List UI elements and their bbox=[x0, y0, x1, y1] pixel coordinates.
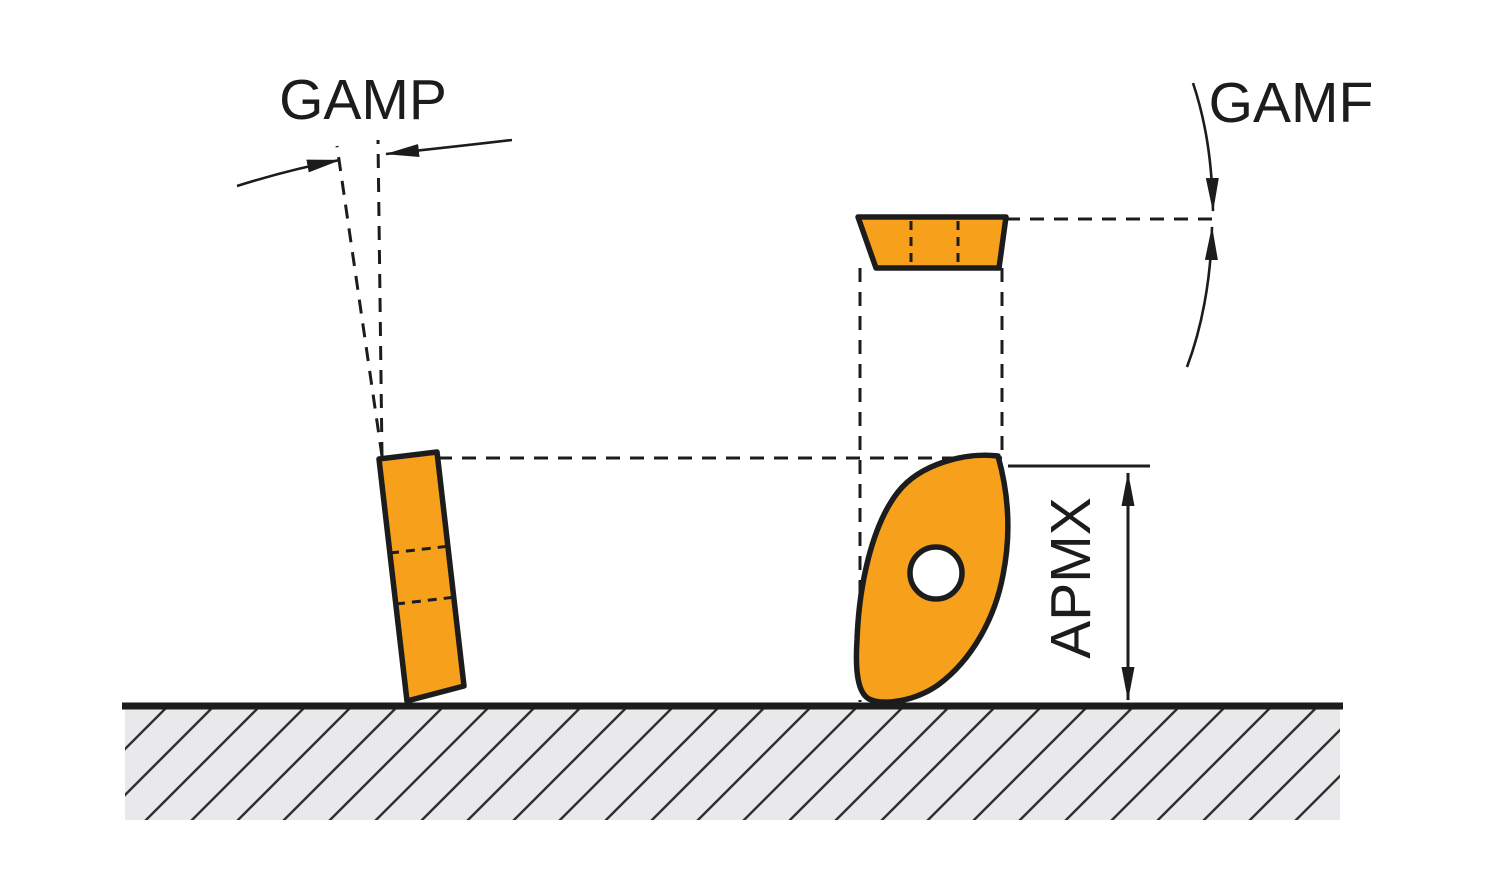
ground-hatched-surface bbox=[125, 707, 1340, 820]
insert-center-hole bbox=[907, 544, 965, 602]
insert-side-view-hidden-line bbox=[395, 595, 457, 606]
gamp-angle-arc-right bbox=[385, 138, 513, 157]
apmx-label: APMX bbox=[1039, 497, 1103, 659]
insert-side-view-hidden-line bbox=[389, 544, 451, 555]
gamf-angle-arc-bottom bbox=[1185, 226, 1218, 368]
gamp-angle-arc-left bbox=[236, 158, 341, 188]
gamp-insert-axis-line bbox=[335, 145, 384, 457]
insert-side-view bbox=[376, 449, 467, 704]
gamp-label: GAMP bbox=[279, 68, 447, 132]
gamp-vertical-reference-line bbox=[376, 139, 384, 457]
insert-edge-view bbox=[855, 214, 1009, 271]
gamf-angle-arc-top bbox=[1191, 82, 1219, 212]
gamf-label: GAMF bbox=[1209, 71, 1374, 135]
